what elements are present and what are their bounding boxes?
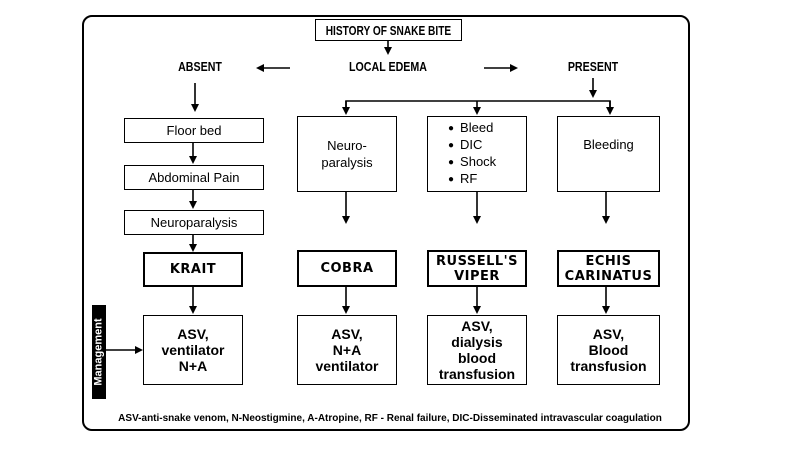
local-edema-label: LOCAL EDEMA	[348, 59, 427, 74]
floor-bed-box: Floor bed	[124, 118, 264, 143]
russell-symptom-box: Bleed DIC Shock RF	[427, 116, 527, 192]
krait-mgmt-line-2: ventilator	[161, 342, 225, 358]
russell-mgmt-line-4: transfusion	[438, 366, 516, 382]
echis-carinatus-box: ECHIS CARINATUS	[557, 250, 660, 287]
cobra-mgmt-line-1: ASV,	[331, 326, 363, 342]
russell-snake-line-2: VIPER	[454, 268, 500, 284]
krait-management-box: ASV, ventilator N+A	[143, 315, 243, 385]
krait-box: KRAIT	[143, 252, 243, 287]
echis-snake-line-1: ECHIS	[585, 253, 632, 269]
title-text: HISTORY OF SNAKE BITE	[325, 22, 452, 38]
russells-viper-box: RUSSELL'S VIPER	[427, 250, 527, 287]
management-label: Management	[93, 318, 105, 386]
absent-label: ABSENT	[178, 59, 222, 74]
symptom-shock: Shock	[448, 154, 496, 171]
russell-snake-line-1: RUSSELL'S	[436, 253, 518, 269]
present-label: PRESENT	[567, 59, 619, 74]
krait-text: KRAIT	[169, 262, 217, 277]
krait-mgmt-line-3: N+A	[178, 358, 208, 374]
cobra-symptom-box: Neuro- paralysis	[297, 116, 397, 192]
abdominal-pain-box: Abdominal Pain	[124, 165, 264, 190]
russell-management-box: ASV, dialysis blood transfusion	[427, 315, 527, 385]
cobra-text: COBRA	[320, 261, 374, 276]
cobra-management-box: ASV, N+A ventilator	[297, 315, 397, 385]
diagram-frame	[82, 15, 690, 431]
title-box: HISTORY OF SNAKE BITE	[315, 19, 462, 41]
symptom-bleed: Bleed	[448, 120, 496, 137]
echis-mgmt-line-3: transfusion	[570, 358, 647, 374]
russell-mgmt-line-2: dialysis	[451, 334, 503, 350]
echis-management-box: ASV, Blood transfusion	[557, 315, 660, 385]
cobra-mgmt-line-3: ventilator	[315, 358, 379, 374]
echis-symptom-text: Bleeding	[583, 137, 634, 152]
echis-symptom-box: Bleeding	[557, 116, 660, 192]
symptom-dic: DIC	[448, 137, 496, 154]
russell-mgmt-line-3: blood	[457, 350, 497, 366]
management-label-tab: Management	[92, 305, 106, 399]
symptom-rf: RF	[448, 171, 496, 188]
abdominal-pain-text: Abdominal Pain	[148, 170, 240, 185]
russell-symptom-list: Bleed DIC Shock RF	[448, 120, 496, 188]
cobra-symptom-line-2: paralysis	[321, 155, 373, 170]
echis-mgmt-line-1: ASV,	[592, 326, 625, 342]
neuroparalysis-box: Neuroparalysis	[124, 210, 264, 235]
echis-mgmt-line-2: Blood	[588, 342, 629, 358]
cobra-mgmt-line-2: N+A	[332, 342, 362, 358]
footnote: ASV-anti-snake venom, N-Neostigmine, A-A…	[118, 413, 662, 424]
floor-bed-text: Floor bed	[166, 123, 222, 138]
cobra-box: COBRA	[297, 250, 397, 287]
krait-mgmt-line-1: ASV,	[177, 326, 209, 342]
neuroparalysis-text: Neuroparalysis	[150, 215, 238, 230]
cobra-symptom-line-1: Neuro-	[327, 138, 367, 153]
russell-mgmt-line-1: ASV,	[461, 318, 493, 334]
echis-snake-line-2: CARINATUS	[564, 268, 653, 284]
